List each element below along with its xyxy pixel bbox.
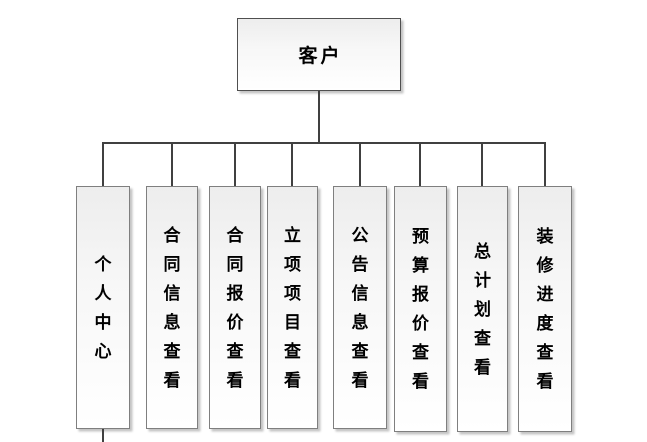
tree-node-contract-info-view-label-char: 查	[163, 341, 181, 361]
tree-node-master-plan-view-label-char: 计	[474, 270, 491, 290]
tree-node-contract-info-view-label-char: 信	[163, 283, 181, 303]
tree-node-contract-info-view-label-char: 看	[163, 370, 181, 390]
tree-node-decoration-progress-view-label-char: 看	[536, 372, 554, 391]
connector-drop-master-plan-view	[481, 142, 483, 187]
connector-drop-contract-quote-view	[234, 142, 236, 187]
tree-node-decoration-progress-view-label-char: 度	[536, 314, 554, 333]
tree-node-personal-center-label-char: 中	[94, 312, 112, 332]
tree-node-budget-quote-view: 预算报价查看	[394, 186, 447, 432]
tree-node-personal-center-label-char: 心	[94, 341, 112, 361]
tree-node-announcement-info-view-label-char: 息	[351, 312, 369, 332]
tree-node-master-plan-view-label-char: 划	[474, 299, 491, 319]
tree-node-project-setup-view-label-char: 立	[284, 225, 301, 245]
tree-node-contract-info-view-label-char: 息	[163, 312, 181, 332]
tree-node-budget-quote-view-label-char: 看	[412, 372, 429, 391]
tree-node-decoration-progress-view: 装修进度查看	[518, 186, 572, 432]
connector-drop-project-setup-view	[291, 142, 293, 187]
tree-node-contract-quote-view-label-char: 查	[226, 341, 244, 361]
connector-root-stem	[318, 91, 320, 143]
tree-node-budget-quote-view-label-char: 价	[412, 314, 429, 333]
connector-bus	[102, 142, 546, 144]
tree-node-project-setup-view-label-char: 项	[284, 283, 301, 303]
tree-node-personal-center-label-char: 人	[94, 283, 112, 303]
tree-node-budget-quote-view-label-char: 算	[412, 256, 429, 275]
tree-node-budget-quote-view-label-char: 查	[412, 343, 429, 362]
connector-drop-personal-center	[102, 142, 104, 187]
tree-node-announcement-info-view-label-char: 信	[351, 283, 369, 303]
tree-node-decoration-progress-view-label-char: 修	[536, 256, 554, 275]
tree-node-decoration-progress-view-label-char: 查	[536, 343, 554, 362]
tree-node-announcement-info-view: 公告信息查看	[333, 186, 387, 429]
tree-node-contract-quote-view-label-char: 报	[226, 283, 244, 303]
connector-drop-budget-quote-view	[419, 142, 421, 187]
tree-node-project-setup-view-label-char: 看	[284, 370, 301, 390]
connector-drop-announcement-info-view	[359, 142, 361, 187]
tree-node-master-plan-view-label-char: 看	[474, 357, 491, 377]
tree-node-contract-quote-view-label-char: 合	[226, 225, 244, 245]
tree-node-contract-quote-view: 合同报价查看	[209, 186, 261, 429]
connector-drop-decoration-progress-view	[544, 142, 546, 187]
tree-node-contract-info-view: 合同信息查看	[146, 186, 198, 429]
tree-node-decoration-progress-view-label-char: 装	[536, 227, 554, 246]
tree-node-contract-info-view-label-char: 合	[163, 225, 181, 245]
tree-node-announcement-info-view-label-char: 公	[351, 225, 369, 245]
tree-node-project-setup-view-label-char: 目	[284, 312, 301, 332]
tree-node-contract-quote-view-label-char: 同	[226, 254, 244, 274]
tree-node-customer-root: 客户	[237, 18, 401, 91]
tree-node-master-plan-view-label-char: 总	[474, 241, 491, 261]
tree-node-budget-quote-view-label-char: 预	[412, 227, 429, 246]
connector-drop-contract-info-view	[171, 142, 173, 187]
tree-node-master-plan-view: 总计划查看	[457, 186, 508, 432]
tree-node-announcement-info-view-label-char: 告	[351, 254, 369, 274]
tree-node-decoration-progress-view-label-char: 进	[536, 285, 554, 304]
tree-node-announcement-info-view-label-char: 查	[351, 341, 369, 361]
tree-node-personal-center: 个人中心	[76, 186, 130, 429]
tree-node-announcement-info-view-label-char: 看	[351, 370, 369, 390]
tree-node-project-setup-view-label-char: 查	[284, 341, 301, 361]
tree-node-contract-info-view-label-char: 同	[163, 254, 181, 274]
tree-node-project-setup-view: 立项项目查看	[267, 186, 318, 429]
tree-node-master-plan-view-label-char: 查	[474, 328, 491, 348]
tree-node-contract-quote-view-label-char: 看	[226, 370, 244, 390]
tree-node-contract-quote-view-label-char: 价	[226, 312, 244, 332]
tree-node-project-setup-view-label-char: 项	[284, 254, 301, 274]
tree-node-customer-label: 客户	[298, 46, 343, 67]
tree-node-budget-quote-view-label-char: 报	[412, 285, 429, 304]
connector-below-personal-center	[102, 429, 104, 442]
tree-node-personal-center-label-char: 个	[94, 254, 112, 274]
